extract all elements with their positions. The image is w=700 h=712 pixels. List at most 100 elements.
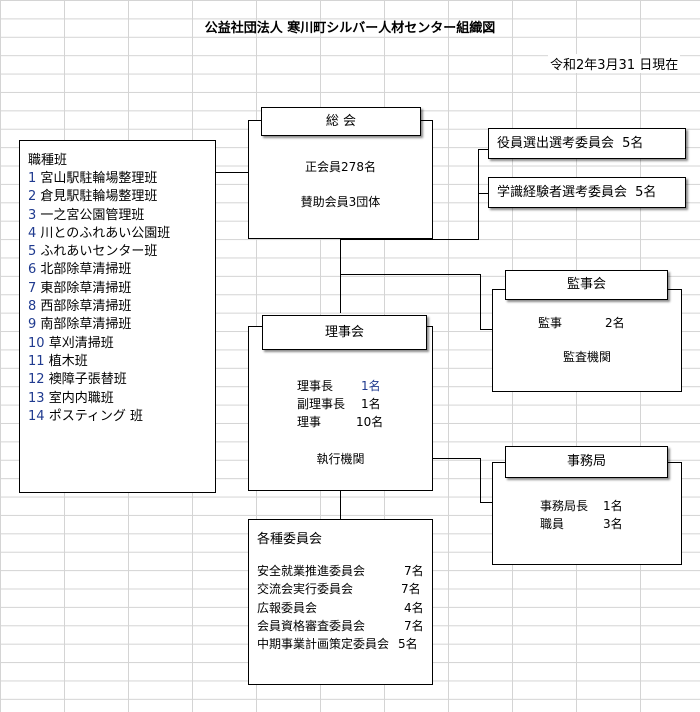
board-role: 理事長: [297, 379, 334, 393]
connector-to-auditors: [340, 274, 480, 275]
board-role: 副理事長: [297, 397, 346, 411]
connector-secretariat-vertical: [480, 458, 481, 502]
connector-to-election-committee: [478, 149, 488, 150]
committee-count: 5名: [398, 637, 418, 651]
job-group-name: 川とのふれあい公園班: [40, 225, 171, 241]
job-group-item: 12 襖障子張替班: [28, 368, 170, 388]
connector-auditors-vertical: [480, 274, 481, 330]
job-group-item: 4 川とのふれあい公園班: [28, 222, 171, 241]
supporting-members: 賛助会員3団体: [300, 195, 381, 209]
secretariat-count: 1名: [603, 499, 623, 513]
job-group-name: 室内内職班: [48, 390, 114, 406]
job-group-number: 8: [28, 299, 37, 315]
secretariat-header: 事務局: [505, 446, 668, 478]
connector-committee-trunk: [478, 149, 479, 240]
job-group-name: ポスティング 班: [48, 408, 144, 424]
general-meeting-box: 正会員278名 賛助会員3団体: [248, 120, 433, 239]
job-group-number: 7: [28, 280, 37, 296]
auditor-role: 監事: [538, 316, 563, 330]
job-group-item: 6 北部除草清掃班: [28, 258, 170, 278]
job-group-name: 宮山駅駐輪場整理班: [40, 171, 158, 186]
expert-committee-box: 学識経験者選考委員会 5名: [488, 177, 686, 208]
connector-meeting-board: [340, 239, 341, 313]
committee-count: 5名: [622, 136, 644, 151]
job-groups-box: 職種班 1 宮山駅駐輪場整理班 2 倉見駅駐輪場整理班 3 一之宮公園管理班 4…: [19, 140, 216, 493]
committees-heading: 各種委員会: [257, 532, 323, 547]
connector-auditors-stub: [480, 329, 492, 330]
job-group-number: 11: [28, 353, 45, 369]
general-meeting-header: 総 会: [261, 107, 421, 136]
job-group-name: 倉見駅駐輪場整理班: [40, 189, 158, 205]
job-group-item: 1 宮山駅駐輪場整理班: [28, 167, 170, 186]
committee-name: 学識経験者選考委員会: [497, 185, 628, 200]
as-of-date: 令和2年3月31 日現在: [548, 54, 681, 73]
committees-box: 各種委員会 安全就業推進委員会 7名 交流会実行委員会 7名 広報委員会 4名 …: [248, 519, 433, 685]
auditors-box: 監事 2名 監査機関: [492, 289, 682, 392]
job-group-number: 4: [28, 225, 37, 241]
job-group-item: 2 倉見駅駐輪場整理班: [28, 185, 170, 205]
job-group-item: 7 東部除草清掃班: [28, 277, 170, 296]
connector-secretariat-stub: [480, 502, 492, 503]
board-count: 10名: [356, 415, 384, 429]
committee-count: 7名: [404, 619, 424, 633]
job-group-item: 14 ポスティング 班: [28, 405, 170, 424]
job-groups-list: 1 宮山駅駐輪場整理班 2 倉見駅駐輪場整理班 3 一之宮公園管理班 4 川との…: [28, 167, 171, 424]
secretariat-role: 事務局長: [540, 499, 589, 513]
connector-board-committees: [340, 490, 341, 520]
secretariat-count: 3名: [603, 517, 623, 531]
board-count: 1名: [361, 397, 381, 411]
job-group-item: 8 西部除草清掃班: [28, 295, 170, 315]
job-group-item: 11 植木班: [28, 350, 170, 369]
audit-organ: 監査機関: [562, 350, 611, 364]
job-group-number: 13: [28, 390, 45, 406]
job-group-number: 1: [28, 171, 37, 186]
job-group-item: 5 ふれあいセンター班: [28, 240, 170, 260]
committee-name: 会員資格審査委員会: [257, 619, 366, 633]
job-group-number: 14: [28, 408, 45, 424]
committee-count: 7名: [404, 564, 424, 578]
committee-name: 中期事業計画策定委員会: [257, 637, 390, 651]
job-group-number: 3: [28, 207, 37, 223]
auditor-count: 2名: [605, 316, 625, 330]
job-group-name: 西部除草清掃班: [40, 299, 132, 315]
committee-name: 役員選出選考委員会: [497, 136, 615, 151]
board-count: 1名: [361, 379, 381, 393]
job-group-number: 2: [28, 189, 37, 205]
job-group-item: 3 一之宮公園管理班: [28, 204, 170, 223]
job-group-item: 13 室内内職班: [28, 387, 170, 406]
regular-members: 正会員278名: [305, 160, 376, 174]
job-group-name: ふれあいセンター班: [40, 244, 158, 260]
committee-count: 4名: [404, 601, 424, 615]
job-group-name: 草刈清掃班: [48, 335, 114, 351]
secretariat-role: 職員: [540, 517, 565, 531]
job-group-number: 6: [28, 262, 37, 278]
secretariat-box: 事務局長 1名 職員 3名: [492, 462, 682, 565]
job-group-number: 9: [28, 317, 37, 333]
job-group-name: 北部除草清掃班: [40, 262, 132, 278]
job-group-name: 一之宮公園管理班: [40, 207, 145, 223]
board-role: 理事: [297, 415, 322, 429]
job-group-number: 12: [28, 372, 45, 388]
committee-name: 広報委員会: [257, 601, 318, 615]
connector-board-secretariat: [432, 458, 480, 459]
job-group-number: 5: [28, 244, 37, 260]
election-committee-box: 役員選出選考委員会 5名: [488, 128, 686, 159]
job-group-name: 東部除草清掃班: [40, 280, 132, 296]
committee-name: 交流会実行委員会: [257, 582, 354, 596]
job-group-name: 南部除草清掃班: [40, 317, 132, 333]
connector-meeting-right: [340, 239, 478, 240]
chart-title: 公益社団法人 寒川町シルバー人材センター組織図: [204, 21, 496, 36]
job-group-name: 襖障子張替班: [48, 372, 127, 388]
committee-count: 7名: [401, 582, 421, 596]
board-box: 理事長 1名 副理事長 1名 理事 10名 執行機関: [248, 326, 433, 491]
job-groups-heading: 職種班: [28, 153, 68, 168]
executive-organ: 執行機関: [316, 452, 365, 466]
job-group-name: 植木班: [48, 353, 88, 369]
connector-meeting-jobgroups: [215, 172, 248, 173]
auditors-header: 監事会: [505, 270, 668, 300]
connector-to-expert-committee: [478, 193, 488, 194]
committee-count: 5名: [635, 185, 657, 200]
board-header: 理事会: [262, 315, 427, 350]
job-group-item: 10 草刈清掃班: [28, 332, 170, 351]
job-group-item: 9 南部除草清掃班: [28, 313, 170, 333]
